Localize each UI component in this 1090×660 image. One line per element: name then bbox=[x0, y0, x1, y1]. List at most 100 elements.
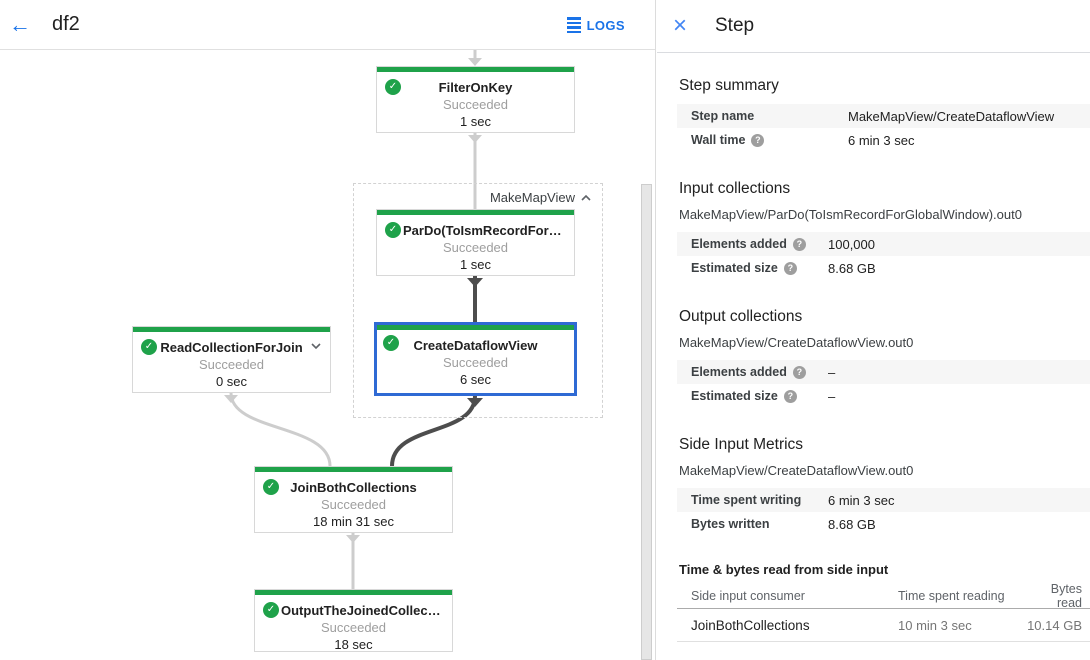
metric-value: – bbox=[828, 364, 836, 380]
success-check-icon bbox=[385, 79, 401, 95]
metric-label: Estimated size bbox=[691, 261, 778, 275]
side-input-read-table-heading: Time & bytes read from side input bbox=[679, 562, 889, 577]
metric-value: 6 min 3 sec bbox=[828, 492, 895, 508]
node-status: Succeeded bbox=[442, 355, 509, 370]
success-check-icon bbox=[383, 335, 399, 351]
help-icon[interactable] bbox=[783, 389, 797, 403]
table-header-row: Side input consumer Time spent reading B… bbox=[677, 581, 1090, 610]
metric-row: Bytes written 8.68 GB bbox=[677, 512, 1090, 536]
metric-row: Elements added – bbox=[677, 360, 1090, 384]
node-time: 18 min 31 sec bbox=[313, 514, 394, 529]
vertical-scrollbar[interactable] bbox=[641, 184, 652, 660]
metric-label: Time spent writing bbox=[691, 493, 802, 507]
success-check-icon bbox=[263, 479, 279, 495]
node-time: 6 sec bbox=[459, 372, 492, 387]
graph-node-joinbothcollections[interactable]: JoinBothCollections Succeeded 18 min 31 … bbox=[254, 466, 453, 533]
node-title: JoinBothCollections bbox=[290, 480, 417, 495]
metric-value: 100,000 bbox=[828, 236, 875, 252]
job-graph-panel: ← df2 LOGS bbox=[0, 0, 656, 660]
group-label: MakeMapView bbox=[489, 190, 575, 205]
node-status: Succeeded bbox=[320, 497, 387, 512]
graph-node-outputthejoined[interactable]: OutputTheJoinedCollec… Succeeded 18 sec bbox=[254, 589, 453, 652]
column-header: Side input consumer bbox=[691, 588, 805, 603]
node-time: 18 sec bbox=[334, 637, 373, 652]
chevron-down-icon[interactable] bbox=[310, 340, 322, 352]
metric-row: Time spent writing 6 min 3 sec bbox=[677, 488, 1090, 512]
side-input-metrics-heading: Side Input Metrics bbox=[679, 436, 804, 453]
help-icon[interactable] bbox=[792, 237, 806, 251]
success-check-icon bbox=[141, 339, 157, 355]
side-input-consumer-cell: JoinBothCollections bbox=[691, 617, 810, 633]
step-panel-body: Step summary Step name MakeMapView/Creat… bbox=[657, 77, 1090, 642]
help-icon[interactable] bbox=[751, 133, 765, 147]
metric-label: Step name bbox=[691, 109, 755, 123]
node-time: 1 sec bbox=[459, 257, 492, 272]
help-icon[interactable] bbox=[792, 365, 806, 379]
node-status-bar bbox=[377, 325, 574, 330]
side-input-metrics-table: Time spent writing 6 min 3 sec Bytes wri… bbox=[677, 488, 1090, 536]
node-status: Succeeded bbox=[442, 240, 509, 255]
graph-node-createdataflowview-selected[interactable]: CreateDataflowView Succeeded 6 sec bbox=[374, 322, 577, 396]
column-header: Bytes read bbox=[1050, 581, 1082, 610]
table-row: JoinBothCollections 10 min 3 sec 10.14 G… bbox=[677, 609, 1090, 642]
group-collapse-toggle[interactable]: MakeMapView bbox=[490, 190, 592, 205]
metric-label: Elements added bbox=[691, 365, 787, 379]
step-summary-table: Step name MakeMapView/CreateDataflowView… bbox=[677, 104, 1090, 152]
step-panel-title: Step bbox=[715, 15, 755, 36]
metric-label: Elements added bbox=[691, 237, 787, 251]
node-title: FilterOnKey bbox=[438, 80, 513, 95]
bytes-read-cell: 10.14 GB bbox=[1027, 617, 1082, 633]
column-header: Time spent reading bbox=[898, 588, 1005, 603]
graph-edges bbox=[224, 50, 483, 589]
output-collection-name: MakeMapView/CreateDataflowView.out0 bbox=[679, 335, 914, 350]
metric-row: Wall time 6 min 3 sec bbox=[677, 128, 1090, 152]
job-title: df2 bbox=[52, 13, 80, 35]
close-icon[interactable]: × bbox=[672, 12, 687, 39]
logs-button[interactable]: LOGS bbox=[566, 0, 625, 50]
step-summary-heading: Step summary bbox=[679, 77, 779, 94]
output-collections-table: Elements added – Estimated size – bbox=[677, 360, 1090, 408]
node-status: Succeeded bbox=[320, 620, 387, 635]
input-collections-heading: Input collections bbox=[679, 180, 791, 197]
node-status-bar bbox=[377, 210, 574, 215]
side-input-collection-name: MakeMapView/CreateDataflowView.out0 bbox=[679, 463, 914, 478]
metric-label: Wall time bbox=[691, 133, 746, 147]
metric-value: MakeMapView/CreateDataflowView bbox=[848, 108, 1055, 124]
node-status: Succeeded bbox=[198, 357, 265, 372]
input-collection-name: MakeMapView/ParDo(ToIsmRecordForGlobalWi… bbox=[679, 207, 1022, 222]
graph-node-readcollectionforjoin[interactable]: ReadCollectionForJoin Succeeded 0 sec bbox=[132, 326, 331, 393]
node-status-bar bbox=[133, 327, 330, 332]
metric-value: 6 min 3 sec bbox=[848, 132, 915, 148]
node-time: 0 sec bbox=[215, 374, 248, 389]
logs-button-label: LOGS bbox=[586, 17, 625, 33]
node-status-bar bbox=[255, 590, 452, 595]
metric-value: 8.68 GB bbox=[828, 516, 876, 532]
job-header: ← df2 LOGS bbox=[0, 0, 655, 50]
metric-row: Estimated size 8.68 GB bbox=[677, 256, 1090, 280]
node-time: 1 sec bbox=[459, 114, 492, 129]
graph-node-filteronkey[interactable]: FilterOnKey Succeeded 1 sec bbox=[376, 66, 575, 133]
side-input-read-table: Side input consumer Time spent reading B… bbox=[677, 581, 1090, 642]
node-status-bar bbox=[377, 67, 574, 72]
input-collections-table: Elements added 100,000 Estimated size 8.… bbox=[677, 232, 1090, 280]
chevron-up-icon bbox=[581, 194, 591, 201]
logs-list-icon bbox=[566, 17, 581, 33]
metric-value: 8.68 GB bbox=[828, 260, 876, 276]
back-arrow-icon[interactable]: ← bbox=[9, 11, 31, 37]
output-collections-heading: Output collections bbox=[679, 308, 803, 325]
graph-node-pardo-toismrecord[interactable]: ParDo(ToIsmRecordFor… Succeeded 1 sec bbox=[376, 209, 575, 276]
node-status: Succeeded bbox=[442, 97, 509, 112]
metric-label: Estimated size bbox=[691, 389, 778, 403]
node-title: OutputTheJoinedCollec… bbox=[281, 603, 441, 618]
help-icon[interactable] bbox=[783, 261, 797, 275]
time-spent-reading-cell: 10 min 3 sec bbox=[898, 617, 972, 633]
metric-value: – bbox=[828, 388, 836, 404]
success-check-icon bbox=[263, 602, 279, 618]
metric-row: Step name MakeMapView/CreateDataflowView bbox=[677, 104, 1090, 128]
node-title: ReadCollectionForJoin bbox=[160, 340, 303, 355]
success-check-icon bbox=[385, 222, 401, 238]
composite-group-makemapview: MakeMapView bbox=[353, 183, 603, 418]
metric-row: Elements added 100,000 bbox=[677, 232, 1090, 256]
node-title: ParDo(ToIsmRecordFor… bbox=[403, 223, 562, 238]
step-details-panel: × Step Step summary Step name MakeMapVie… bbox=[657, 0, 1090, 660]
